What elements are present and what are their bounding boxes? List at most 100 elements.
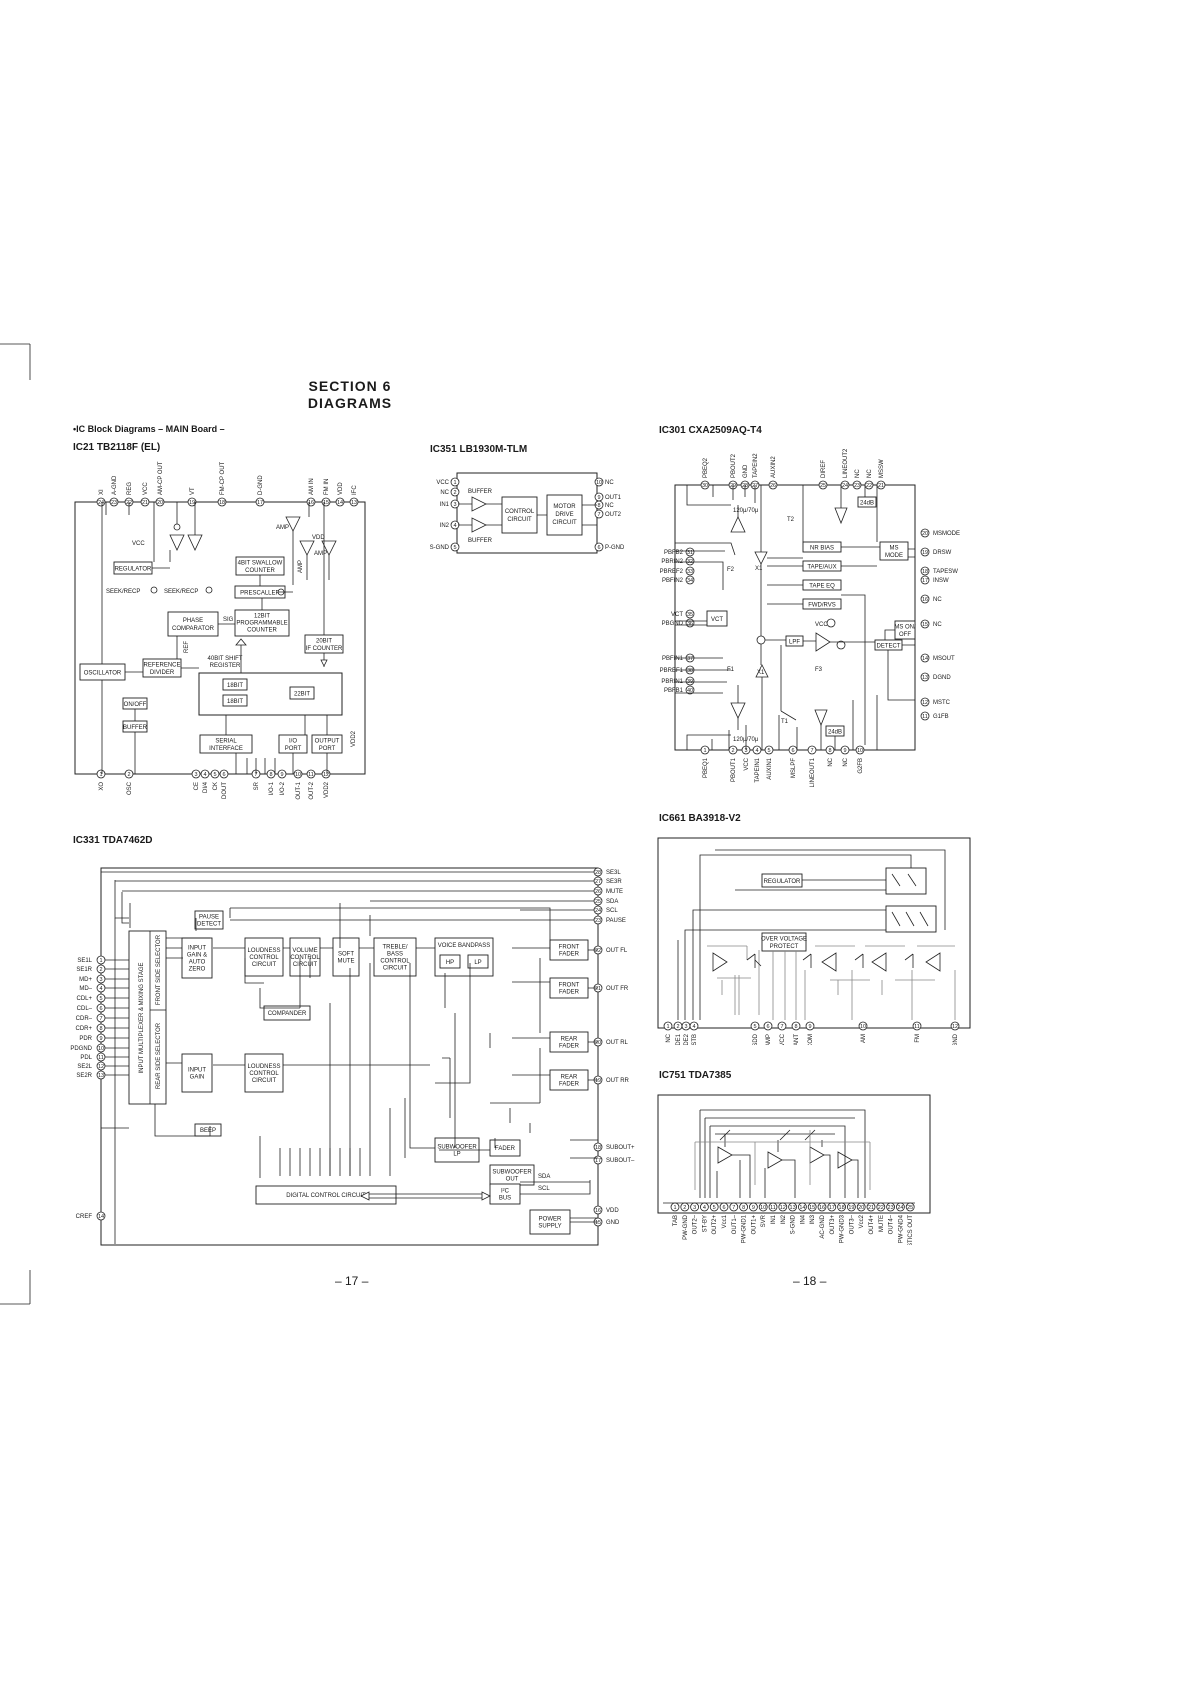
ic21-bottom-pin-2-number: 2 bbox=[127, 772, 130, 778]
ic751-pin-9-circle bbox=[749, 1202, 758, 1212]
ic21-vcc: VCC bbox=[132, 541, 145, 547]
ic21-bottom-pin-6-circle bbox=[219, 769, 229, 779]
ic301-left-pin-label-38: PBREF1 bbox=[660, 668, 684, 674]
ic21-top-pin-label-24: XI bbox=[99, 489, 105, 495]
ic331-rear-fader1-l1: REAR bbox=[561, 1037, 578, 1043]
ic331-loudness2-l2: CONTROL bbox=[249, 1071, 279, 1077]
ic661-regulator-label: REGULATOR bbox=[764, 879, 801, 885]
ic21-top-pin-label-15: FM IN bbox=[324, 479, 330, 495]
ic331-loudness1 bbox=[244, 937, 284, 977]
ic301-nr-bias-label: NR BIAS bbox=[810, 546, 834, 552]
ic351-left-pin-label-2: NC bbox=[440, 490, 449, 496]
ic351-control-l1: CONTROL bbox=[505, 509, 535, 515]
ic751-pin-label-24: PW-GND4 bbox=[898, 1214, 904, 1243]
ic331-input-gain-l2: GAIN bbox=[190, 1075, 205, 1081]
ic331-soft-mute bbox=[332, 937, 360, 977]
ic331-front-fader2-l2: FADER bbox=[559, 990, 580, 996]
ic301-amp-ms bbox=[815, 632, 831, 652]
ic301-f2: F2 bbox=[727, 567, 735, 573]
ic21-shift-register-frame bbox=[198, 672, 343, 716]
ic331-loudness2-l3: CIRCUIT bbox=[252, 1078, 277, 1084]
ic301-fwd-rvs-label: FWD/RVS bbox=[808, 603, 836, 609]
ic21-bottom-pin-5-circle bbox=[210, 769, 220, 779]
ic331-volume-l2: CONTROL bbox=[290, 955, 320, 961]
ic751-pin-label-19: OUT3– bbox=[849, 1214, 855, 1234]
ic331-input-gain-zero-l4: ZERO bbox=[189, 967, 206, 973]
ic331-treble bbox=[373, 937, 417, 977]
ic331-diagram: 1SE1L2SE1R3MD+4MD–5CDL+6CDL–7CDR–8CDR+9P… bbox=[70, 867, 635, 1246]
ic331-pause-l2: DETECT bbox=[197, 922, 221, 928]
ic331-left-pin-label-8: CDR+ bbox=[75, 1026, 92, 1032]
ic331-loudness1-l3: CIRCUIT bbox=[252, 962, 277, 968]
ic301-top-pin-25-circle bbox=[818, 480, 828, 490]
ic21-bottom-pin-11-circle bbox=[306, 769, 316, 779]
ic751-pin-7-number: 7 bbox=[732, 1205, 735, 1211]
ic331-subwoofer-lp-l2: LP bbox=[453, 1152, 460, 1158]
ic661-title: IC661 BA3918-V2 bbox=[659, 813, 741, 824]
ic21-prog-l2: PROGRAMMABLE bbox=[236, 621, 287, 627]
ic21-bottom-pin-label-8: I/O-1 bbox=[269, 781, 275, 795]
ic331-i2c-l2: BUS bbox=[499, 1196, 511, 1202]
ic351-title: IC351 LB1930M-TLM bbox=[430, 444, 528, 455]
ic331-left-pin-label-7: CDR– bbox=[76, 1016, 93, 1022]
ic21-bottom-pin-1-circle bbox=[96, 769, 106, 779]
ic301-amp-lineout2 bbox=[834, 507, 848, 525]
ic751-pin-3-number: 3 bbox=[693, 1205, 696, 1211]
ic331-pause bbox=[194, 910, 224, 930]
ic21-bottom-pin-label-3: CE bbox=[194, 782, 200, 790]
ic301-left-pin-label-31: PBFB2 bbox=[664, 550, 684, 556]
ic661-regulator bbox=[761, 873, 803, 888]
ic301-bottom-pin-label-3: VCC bbox=[744, 757, 750, 770]
ic21-io-l2: PORT bbox=[285, 746, 302, 752]
ic301-amp-lineout1 bbox=[814, 709, 828, 727]
ic301-right-pin-13-circle bbox=[920, 672, 930, 682]
ic301-right-pin-20-number: 20 bbox=[922, 531, 928, 537]
ic751-pin-8-number: 8 bbox=[742, 1205, 745, 1211]
ic751-pin-11-circle bbox=[768, 1202, 778, 1212]
ic331-right-pin-label-19: OUT RR bbox=[606, 1078, 630, 1084]
ic331-i2c-l1: I²C bbox=[501, 1189, 510, 1195]
ic351-right-pin-label-9: OUT1 bbox=[605, 495, 622, 501]
ic21-top-pin-label-17: D-GND bbox=[258, 475, 264, 495]
ic21-serial-l1: SERIAL bbox=[215, 739, 237, 745]
ic21-bottom-pin-label-11: OUT-2 bbox=[309, 781, 315, 799]
ic21-seek1: SEEK/RECP bbox=[106, 589, 140, 595]
ic301-bottom-pin-3-number: 3 bbox=[744, 748, 747, 754]
ic331-right-pin-26-number: 26 bbox=[595, 889, 601, 895]
ic21-prescaler-label: PRESCALLER bbox=[240, 591, 280, 597]
ic301-top-pin-label-25: DIREF bbox=[821, 460, 827, 478]
ic751-pin-11-number: 11 bbox=[770, 1205, 776, 1211]
ic301-right-pin-15-circle bbox=[920, 619, 930, 629]
ic301-top-pin-label-26: AUXIN2 bbox=[771, 456, 777, 478]
ic301-right-pin-label-18: TAPESW bbox=[933, 569, 958, 575]
ic331-cref-label: CREF bbox=[76, 1214, 93, 1220]
ic351-control-circuit bbox=[501, 496, 538, 534]
ic331-right-pin-19-number: 19 bbox=[595, 1078, 601, 1084]
ic331-left-pin-label-4: MD– bbox=[79, 986, 92, 992]
ic661-pin-label-2: MODE1 bbox=[676, 1033, 682, 1045]
ic661-pin-label-12: GND bbox=[953, 1033, 959, 1045]
ic331-subwoofer-lp-l1: SUBWOOFER bbox=[437, 1145, 477, 1151]
ic331-volume bbox=[289, 937, 321, 977]
ic751-pin-4-number: 4 bbox=[703, 1205, 706, 1211]
ic301-bottom-pin-7-circle bbox=[807, 745, 817, 755]
ic21-op-l2: PORT bbox=[319, 746, 336, 752]
ic331-right-pin-25-number: 25 bbox=[595, 899, 601, 905]
ic331-left-pin-label-2: SE1R bbox=[76, 967, 92, 973]
ic21-bottom-pin-8-number: 8 bbox=[269, 772, 272, 778]
ic21-bottom-pin-6-number: 6 bbox=[222, 772, 225, 778]
ic21-seek2: SEEK/RECP bbox=[164, 589, 198, 595]
ic21-amp-am bbox=[285, 516, 301, 532]
ic351-left-pin-4-number: 4 bbox=[453, 523, 456, 529]
ic301-bottom-pin-4-number: 4 bbox=[755, 748, 758, 754]
ic21-bottom-pin-label-2: OSC bbox=[127, 781, 133, 795]
ic21-bottom-pin-label-10: OUT-1 bbox=[296, 781, 302, 799]
ic331-right-pin-label-25: SDA bbox=[606, 899, 618, 905]
ic301-amp-f2 bbox=[730, 516, 746, 533]
ic301-top-pin-22-number: 22 bbox=[866, 483, 872, 489]
ic331-rear-fader2-l2: FADER bbox=[559, 1082, 580, 1088]
ic331-subwoofer-out-l2: OUT bbox=[506, 1177, 519, 1183]
ic751-pin-13-circle bbox=[788, 1202, 798, 1212]
ic331-right-pin-label-16: VDD bbox=[606, 1208, 619, 1214]
ic661-pin-3-number: 3 bbox=[684, 1024, 687, 1030]
